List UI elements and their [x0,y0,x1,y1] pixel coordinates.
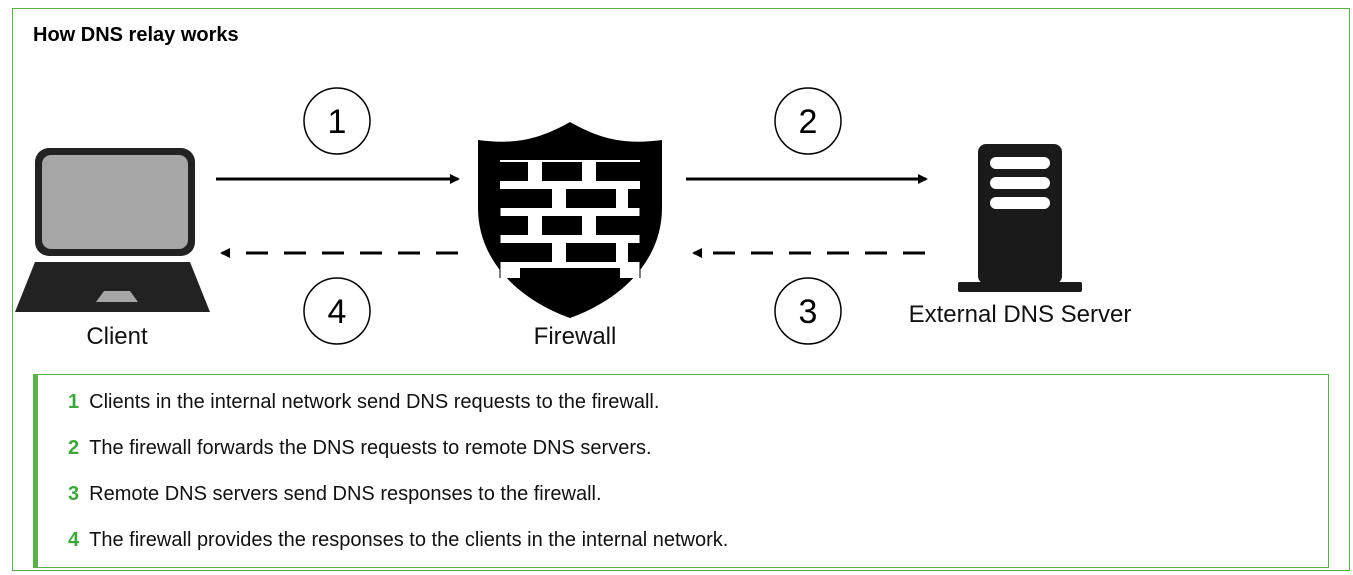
step-text: Clients in the internal network send DNS… [89,391,660,413]
step-number: 3 [68,483,80,505]
step-item-2: 2 The firewall forwards the DNS requests … [68,437,652,460]
step-2-circle [774,87,842,155]
steps-list: 1 Clients in the internal network send DN… [33,374,1329,568]
step-item-3: 3 Remote DNS servers send DNS responses t… [68,483,602,506]
step-number: 4 [68,529,80,551]
server-label: External DNS Server [909,301,1132,328]
diagram-title: How DNS relay works [33,24,239,46]
client-label: Client [86,323,148,350]
firewall-shield-icon [478,122,662,318]
step-4-circle-number: 4 [328,293,347,331]
server-icon [958,144,1082,292]
step-text: The firewall forwards the DNS requests t… [89,437,652,459]
step-number: 1 [68,391,80,413]
step-number: 2 [68,437,80,459]
dns-relay-diagram: Client Firewall External DNS Server 1 2 [15,87,1132,350]
step-3-circle-number: 3 [799,293,818,331]
step-item-4: 4 The firewall provides the responses to … [68,529,728,552]
diagram-frame [12,8,1350,571]
step-3-circle [774,277,842,345]
step-2-circle-number: 2 [799,103,818,141]
firewall-label: Firewall [534,323,617,350]
step-item-1: 1 Clients in the internal network send DN… [68,391,659,414]
step-text: The firewall provides the responses to t… [89,529,729,551]
step-1-circle-number: 1 [328,103,347,141]
step-text: Remote DNS servers send DNS responses to… [89,483,602,505]
step-1-circle [303,87,371,155]
step-4-circle [303,277,371,345]
laptop-icon [15,148,210,312]
